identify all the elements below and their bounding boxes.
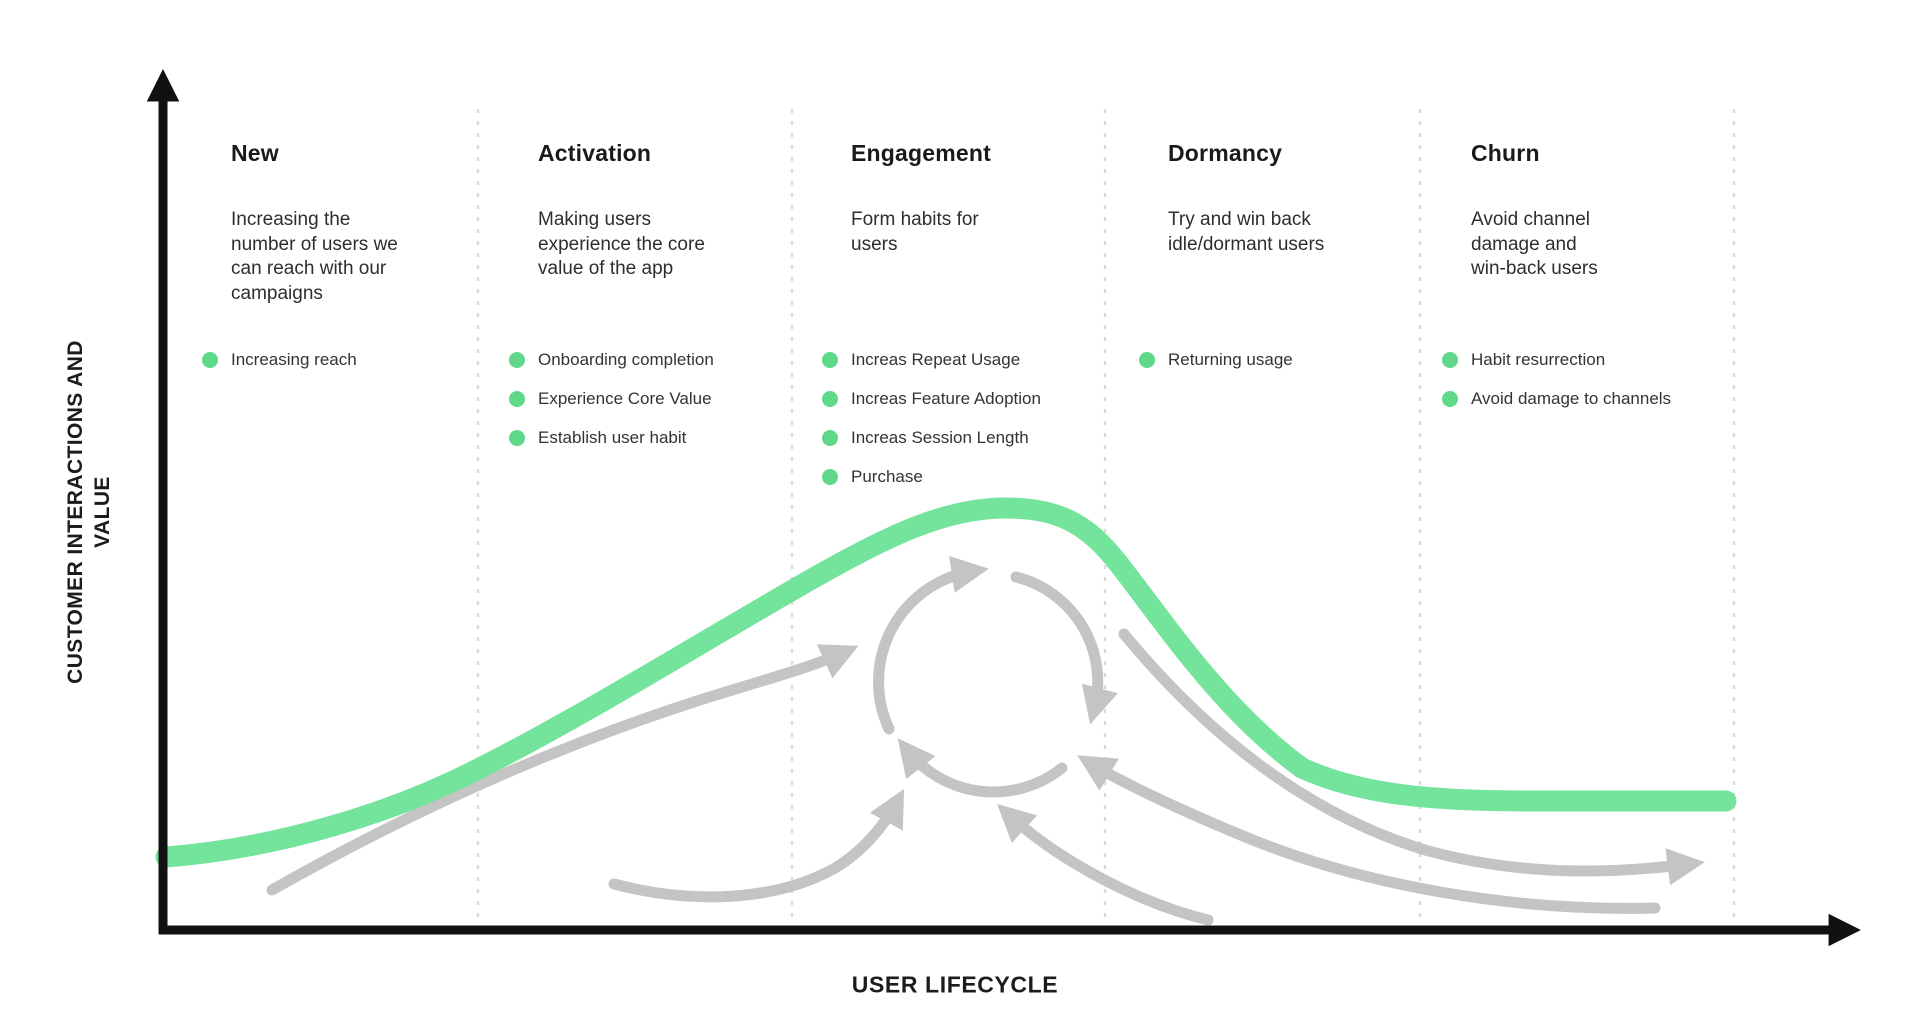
- list-item: Experience Core Value: [505, 379, 795, 418]
- stage-items-churn: Habit resurrection Avoid damage to chann…: [1438, 340, 1728, 418]
- bullet-dot: [1442, 351, 1458, 368]
- list-item: Avoid damage to channels: [1438, 379, 1728, 418]
- stage-description-activation: Making users experience the core value o…: [538, 209, 705, 279]
- churn-outflow-arrow: [1118, 628, 1705, 886]
- bullet-dot: [509, 390, 525, 407]
- bullet-dot: [822, 351, 838, 368]
- loop-arc-left-arrow: [873, 555, 989, 735]
- item-label: Avoid damage to channels: [1471, 388, 1672, 408]
- growth-flow-arrow: [266, 644, 859, 896]
- stage-title-churn: Churn: [1471, 140, 1540, 166]
- list-item: Onboarding completion: [505, 340, 795, 379]
- list-item: Establish user habit: [505, 418, 795, 457]
- stage-items-activation: Onboarding completion Experience Core Va…: [505, 340, 795, 457]
- bullet-dot: [822, 429, 838, 446]
- value-curve: [155, 497, 1737, 868]
- stage-title-new: New: [231, 140, 279, 166]
- list-item: Habit resurrection: [1438, 340, 1728, 379]
- item-label: Establish user habit: [538, 427, 687, 447]
- list-item: Increas Session Length: [818, 418, 1108, 457]
- stage-title-engagement: Engagement: [851, 140, 992, 166]
- list-item: Increas Repeat Usage: [818, 340, 1108, 379]
- stage-description-new: Increasing the number of users we can re…: [231, 209, 398, 304]
- list-item: Returning usage: [1135, 340, 1425, 379]
- winback-arrow-from-dormancy: [996, 803, 1214, 926]
- bullet-dot: [1442, 390, 1458, 407]
- x-axis-label: USER LIFECYCLE: [851, 971, 1059, 998]
- list-item: Increas Feature Adoption: [818, 379, 1108, 418]
- stage-title-dormancy: Dormancy: [1168, 140, 1283, 166]
- stage-description-churn: Avoid channel damage and win-back users: [1471, 209, 1598, 279]
- stage-items-dormancy: Returning usage: [1135, 340, 1425, 379]
- list-item: Increasing reach: [198, 340, 488, 379]
- stage-items-new: Increasing reach: [198, 340, 488, 379]
- list-item: Purchase: [818, 457, 1108, 496]
- item-label: Habit resurrection: [1471, 349, 1606, 369]
- item-label: Increas Session Length: [851, 427, 1029, 447]
- reentry-arrow-from-left: [608, 788, 905, 903]
- winback-arrow-from-churn: [1077, 755, 1661, 914]
- loop-arc-right-arrow: [1010, 571, 1118, 725]
- bullet-dot: [509, 429, 525, 446]
- loop-arc-bottom-arrow: [897, 738, 1068, 798]
- bullet-dot: [202, 351, 218, 368]
- bullet-dot: [509, 351, 525, 368]
- item-label: Increas Feature Adoption: [851, 388, 1041, 408]
- stage-title-activation: Activation: [538, 140, 652, 166]
- y-axis-label: CUSTOMER INTERACTIONS AND VALUE: [64, 340, 114, 684]
- item-label: Returning usage: [1168, 349, 1293, 369]
- bullet-dot: [1139, 351, 1155, 368]
- stage-description-dormancy: Try and win back idle/dormant users: [1168, 209, 1325, 255]
- item-label: Purchase: [851, 466, 923, 486]
- stage-description-engagement: Form habits for users: [851, 209, 979, 255]
- bullet-dot: [822, 390, 838, 407]
- bullet-dot: [822, 468, 838, 485]
- item-label: Increas Repeat Usage: [851, 349, 1021, 369]
- stage-items-engagement: Increas Repeat Usage Increas Feature Ado…: [818, 340, 1108, 496]
- item-label: Increasing reach: [231, 349, 357, 369]
- item-label: Onboarding completion: [538, 349, 714, 369]
- item-label: Experience Core Value: [538, 388, 712, 408]
